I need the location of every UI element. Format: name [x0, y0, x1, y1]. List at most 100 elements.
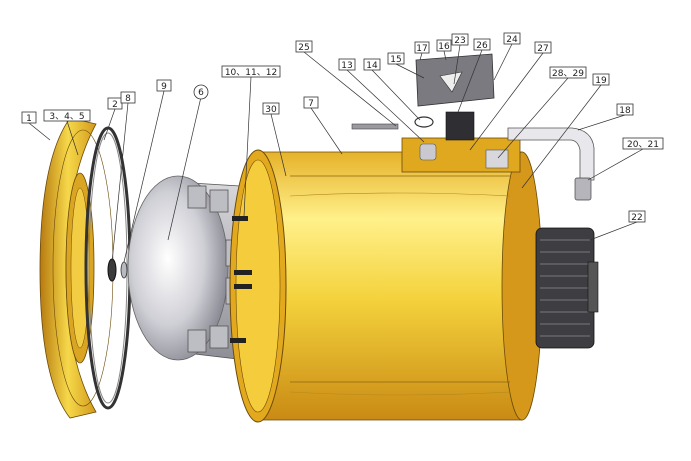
bolts-part — [230, 216, 252, 343]
callout-c27: 27 — [469, 41, 552, 151]
callout-box — [43, 109, 91, 122]
callout-label: 1 — [26, 114, 32, 124]
callout-c14: 14 — [363, 58, 421, 121]
callout-box — [193, 84, 209, 100]
terminal-box-part — [401, 53, 521, 173]
callout-label: 30 — [265, 105, 277, 115]
callout-label: 10、11、12 — [225, 68, 277, 78]
callout-c25: 25 — [295, 40, 397, 127]
callout-c9: 9 — [123, 79, 172, 263]
callout-box — [628, 210, 646, 223]
callout-c19: 19 — [521, 73, 610, 189]
callout-label: 13 — [341, 61, 352, 71]
callout-box — [549, 66, 587, 79]
callout-label: 16 — [438, 42, 450, 52]
leader-line — [443, 50, 447, 61]
callout-label: 17 — [416, 44, 427, 54]
callout-label: 2 — [112, 100, 118, 110]
leader-line — [270, 113, 287, 177]
callout-c101112: 10、11、12 — [221, 65, 281, 217]
callout-box — [107, 97, 123, 110]
callout-label: 14 — [366, 61, 378, 71]
leader-line — [28, 122, 51, 141]
leader-line — [457, 49, 483, 113]
leader-line — [453, 44, 461, 85]
motor-part — [535, 227, 599, 349]
callout-c18: 18 — [577, 103, 634, 131]
callout-label: 27 — [537, 44, 548, 54]
callout-label: 3、4、5 — [49, 112, 84, 122]
callout-box — [622, 137, 664, 150]
callout-box — [451, 33, 469, 46]
leader-line — [587, 148, 644, 181]
callout-box — [592, 73, 610, 86]
callout-box — [338, 58, 356, 71]
leader-line — [469, 52, 544, 151]
leader-line — [167, 96, 202, 241]
callout-label: 7 — [308, 99, 314, 109]
callout-box — [221, 65, 281, 78]
callout-label: 25 — [298, 43, 309, 53]
rod-part — [351, 123, 399, 130]
callout-c16: 16 — [436, 39, 452, 61]
callout-label: 9 — [161, 82, 167, 92]
callout-box — [120, 91, 136, 104]
callout-box — [414, 41, 430, 54]
callout-label: 19 — [595, 76, 607, 86]
leader-line — [395, 63, 425, 79]
callout-label: 20、21 — [627, 140, 659, 150]
leader-line — [66, 120, 79, 156]
callout-c345: 3、4、5 — [43, 109, 91, 156]
leader-line — [310, 107, 343, 155]
callout-label: 26 — [476, 41, 488, 51]
callout-box — [473, 38, 491, 51]
leader-line — [303, 51, 397, 127]
callout-box — [503, 32, 521, 45]
leader-line — [589, 221, 638, 241]
callout-box — [387, 52, 405, 65]
housing-cylinder-part — [229, 149, 543, 423]
callout-c15: 15 — [387, 52, 425, 79]
callout-c2: 2 — [103, 97, 123, 141]
callout-label: 28、29 — [552, 69, 584, 79]
leader-line — [497, 77, 569, 159]
leader-line — [111, 102, 129, 263]
callout-box — [303, 96, 319, 109]
callout-c8: 8 — [111, 91, 136, 263]
leader-line — [577, 114, 626, 131]
callout-label: 6 — [198, 88, 204, 98]
impeller-part — [127, 175, 247, 361]
callout-label: 15 — [390, 55, 401, 65]
callout-box — [436, 39, 452, 52]
callout-layer: 1 3、4、5 28 9 6 10、11、12 30 7 25 13 14 15 17 16 23 26 24 2… — [21, 32, 664, 263]
callout-c24: 24 — [493, 32, 521, 81]
leader-line — [493, 43, 513, 81]
callout-c13: 13 — [338, 58, 425, 143]
callout-label: 24 — [506, 35, 518, 45]
callout-box — [534, 41, 552, 54]
leader-line — [371, 69, 421, 121]
callout-c22: 22 — [589, 210, 646, 241]
leader-line — [346, 69, 425, 143]
callout-c30: 30 — [262, 102, 287, 177]
callout-c26: 26 — [457, 38, 491, 113]
callout-c6: 6 — [167, 84, 209, 241]
callout-box — [616, 103, 634, 116]
flange-ring-part — [39, 117, 114, 419]
callout-box — [363, 58, 381, 71]
leader-line — [243, 76, 252, 217]
callout-label: 22 — [631, 213, 642, 223]
callout-label: 8 — [125, 94, 131, 104]
callout-c2021: 20、21 — [587, 137, 664, 181]
callout-box — [21, 111, 37, 124]
callout-box — [262, 102, 280, 115]
callout-c23: 23 — [451, 33, 469, 85]
leader-line — [103, 108, 116, 141]
leader-line — [123, 90, 165, 263]
callout-c17: 17 — [414, 41, 430, 61]
callout-label: 23 — [454, 36, 465, 46]
callout-c7: 7 — [303, 96, 343, 155]
callout-label: 18 — [619, 106, 631, 116]
leader-line — [521, 84, 602, 189]
